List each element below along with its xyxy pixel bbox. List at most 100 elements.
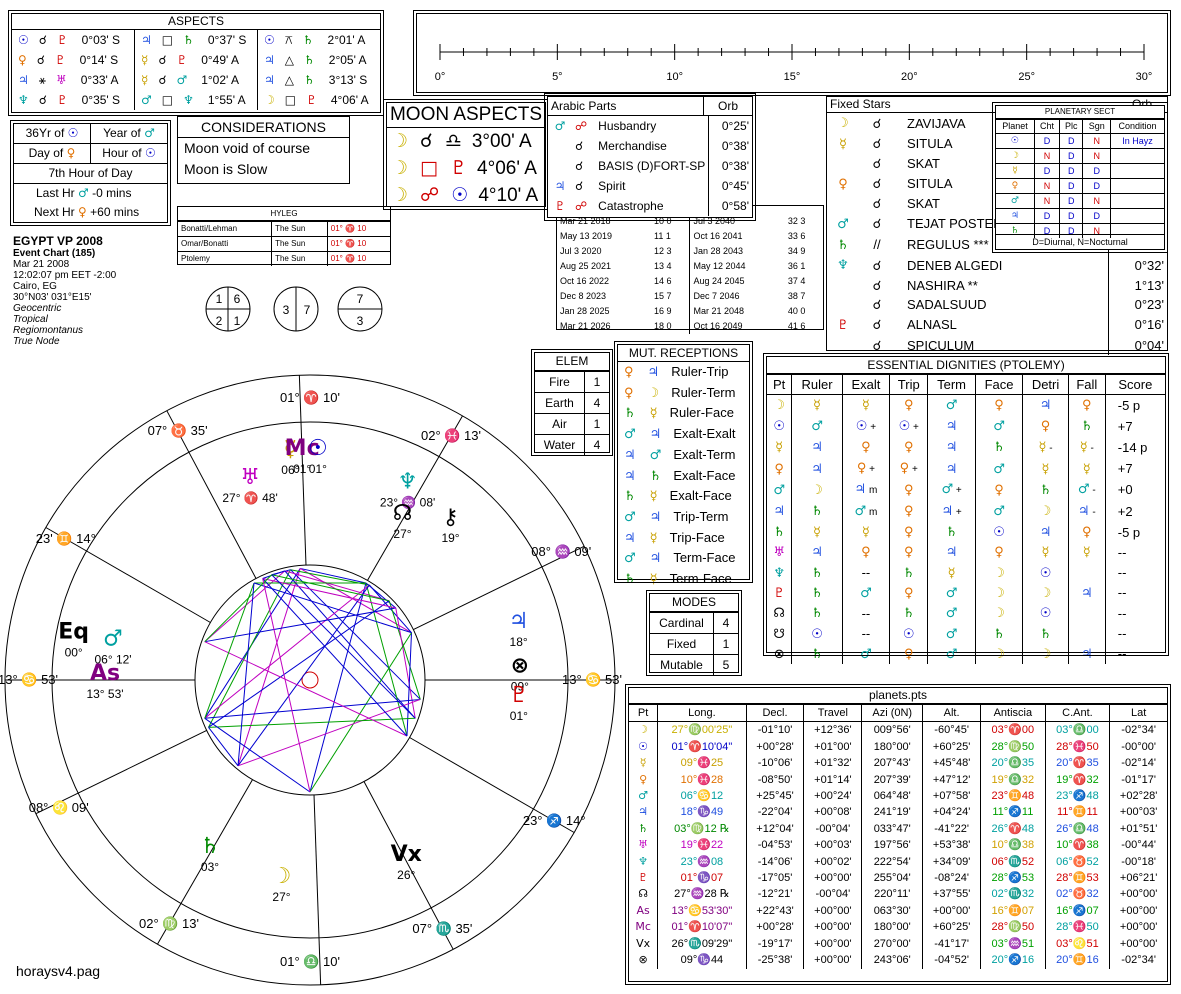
planet-cell: +60°25' xyxy=(922,919,982,936)
last-hour-value: -0 mins xyxy=(92,186,132,200)
hyleg-cell: The Sun xyxy=(271,221,328,237)
chart-title: EGYPT VP 2008 xyxy=(13,234,103,248)
prog-age: 40 0 xyxy=(787,306,806,316)
house-cusp-label: 02° ♍ 13' xyxy=(139,916,199,931)
planet-icon: ♄ xyxy=(302,33,314,47)
dignity-cell: ♃ xyxy=(927,542,976,563)
dignity-cell: ☿ - xyxy=(1022,436,1069,459)
star-planet: ☿ xyxy=(827,134,859,155)
planet-cell: 01°♈10'07" xyxy=(657,919,747,936)
aspects-column: ☉⚻♄2°01' A♃△♄2°05' A♃△♄3°13' S☽□♇4°06' A xyxy=(258,30,380,110)
planet-icon: ♀ xyxy=(1082,525,1092,541)
ruler-label: 15° xyxy=(784,71,801,83)
planet-icon: ☿ xyxy=(1038,439,1047,455)
chart-time: 12:02:07 pm EET -2:00 xyxy=(13,270,117,281)
prog-date: Oct 16 2041 xyxy=(693,231,743,241)
planet-icon: ♇ xyxy=(554,199,566,213)
mode-value: 1 xyxy=(713,633,738,655)
planet-cell: 27°♍00'25" xyxy=(657,721,747,739)
mutual-reception-row: ♃♂Exalt-Term xyxy=(624,445,749,466)
venus-icon: ♀ xyxy=(78,205,87,219)
planet-cell: +60°25' xyxy=(922,738,982,756)
planet-glyph-icon: ♇ xyxy=(509,683,529,708)
planet-cell: 19°♓22 xyxy=(657,837,747,854)
planet-icon: ♀ xyxy=(903,398,914,414)
planet-cell: ♄ xyxy=(629,820,659,838)
mutual-reception-row: ♄☿Exalt-Face xyxy=(624,486,749,507)
sect-cell: D xyxy=(1082,163,1112,179)
planet-row: ⊗09°♑44-25°38'+00°00'243°06'-04°52'20°♐1… xyxy=(629,952,1167,969)
dignity-cell xyxy=(1068,623,1106,644)
dignity-cell: ♀ xyxy=(1068,394,1106,416)
planet-icon: ♄ xyxy=(1039,482,1052,498)
aspect-line xyxy=(300,567,367,584)
dignity-cell: +0 xyxy=(1117,482,1133,498)
planet-icon: ☿ xyxy=(649,489,658,505)
planet-cell: 01°♑07 xyxy=(657,870,747,887)
planet-icon: ♃ xyxy=(1039,525,1052,541)
hyleg-cell: 01° ♈ 10 xyxy=(327,221,390,237)
planet-cell: +01°51' xyxy=(1119,822,1158,835)
planet-glyph-icon: ♃ xyxy=(509,609,529,634)
planet-icon: ☽ xyxy=(638,723,649,737)
aspect-line xyxy=(309,632,412,793)
planet-cell: 28°♐53 xyxy=(980,870,1046,887)
prog-age: 34 9 xyxy=(787,246,806,256)
star-orb: 1°13' xyxy=(1108,275,1167,296)
planet-cell: 222°54' xyxy=(861,853,924,871)
planet-cell: 063°30' xyxy=(861,902,924,920)
mutual-reception-row: ♃♄Exalt-Face xyxy=(624,466,749,487)
arabic-part-name: Spirit xyxy=(598,179,626,193)
house-cusp-line xyxy=(35,729,207,815)
planet-icon: ♃ xyxy=(1010,211,1019,221)
planet-icon: ♃ xyxy=(811,545,823,561)
house-cusp-label: 08° ♒ 09' xyxy=(531,544,591,559)
circle2-a: 3 xyxy=(283,303,290,317)
prog-date: Dec 7 2046 xyxy=(693,291,740,301)
planet-cell: Mc xyxy=(629,919,659,936)
planet-icon: ♂ xyxy=(624,551,636,567)
planets-header: C.Ant. xyxy=(1045,703,1111,722)
planet-icon: ♀ xyxy=(624,365,634,380)
dignity-cell: ♂ xyxy=(842,582,891,604)
dignity-cell: ♀ xyxy=(767,458,793,480)
reception-type: Ruler-Term xyxy=(671,384,736,400)
prog-date: Oct 16 2049 xyxy=(693,321,743,331)
prog-age: 18 0 xyxy=(651,319,691,334)
star-name: ZAVIJAVA xyxy=(907,115,966,131)
moon-aspect-row: ☽□♇4°06' A xyxy=(391,155,545,182)
aspect-row: ♀☌♇0°14' S xyxy=(12,50,134,70)
mutual-reception-row: ♄☿Ruler-Face xyxy=(624,403,749,424)
planet-degree-label: 06° 12' xyxy=(94,652,131,666)
planet-cell: +12°04' xyxy=(746,820,805,838)
dignity-marker: m xyxy=(866,506,878,518)
star-aspect: // xyxy=(873,237,881,253)
sect-cell: D xyxy=(1059,148,1084,164)
planet-degree-label: 00° xyxy=(65,645,83,659)
aspect-line xyxy=(237,698,421,767)
wheel-center xyxy=(301,671,319,689)
aspects-grid: ☉☌♇0°03' S♀☌♇0°14' S♃⚹♅0°33' A♆☌♇0°35' S… xyxy=(12,30,380,110)
planet-glyph-icon: ♅ xyxy=(240,465,260,490)
sect-cell: D xyxy=(1034,208,1061,224)
planet-icon: ☿ xyxy=(649,530,658,546)
timelords-panel: 36Yr of ☉ Year of ♂ Day of ♀ Hour of ☉ 7… xyxy=(10,120,171,226)
planet-cell: -14°06' xyxy=(746,853,805,871)
dignity-cell: ♂ xyxy=(767,479,793,501)
moon-aspect-orb: 3°00' A xyxy=(471,131,532,152)
planet-cell: 033°47' xyxy=(861,820,924,838)
planet-icon: ♀ xyxy=(903,482,914,498)
dignity-cell: ☉ xyxy=(1022,603,1069,624)
dignity-cell: ♃ xyxy=(1068,643,1106,665)
planet-cell: 06°♋12 xyxy=(657,788,747,805)
dignity-row: ♂☽♃ m♀♂ +♀♄♂ -+0 xyxy=(767,479,1165,501)
